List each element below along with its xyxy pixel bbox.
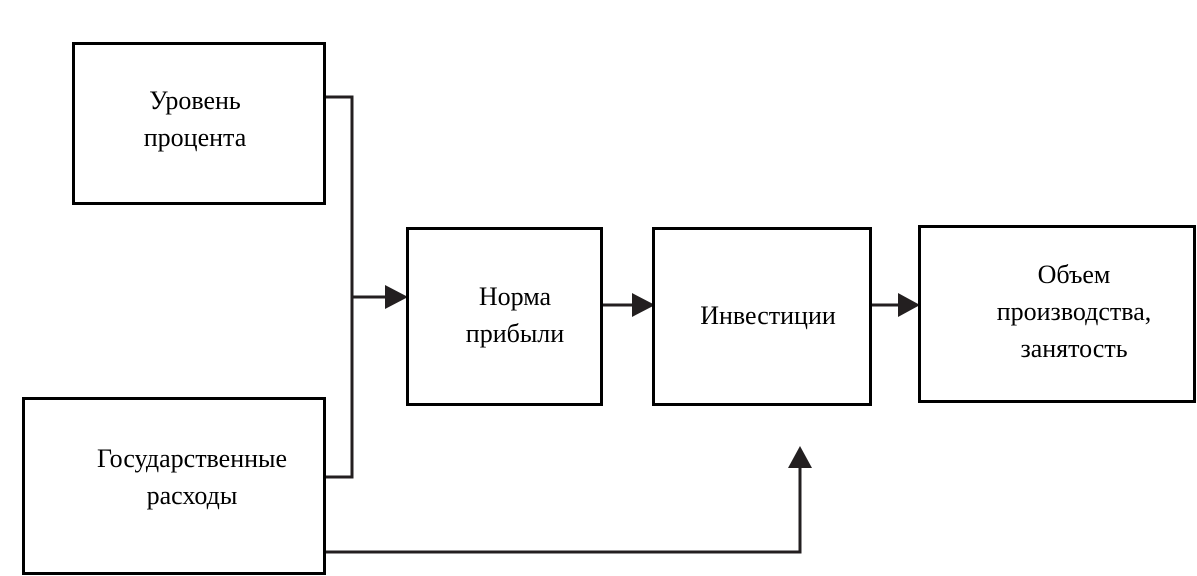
arrow-investment-to-output-head — [898, 293, 920, 317]
node-investment — [652, 227, 872, 406]
arrow-profit-rate-to-investment-head — [632, 293, 655, 317]
node-government-spending-label: Государственные расходы — [62, 440, 322, 514]
node-interest-rate-line-1: Уровень — [149, 86, 241, 115]
connector-government-spending-to-investment — [325, 468, 802, 554]
connector-interest-rate-to-merge — [325, 95, 354, 297]
connector-government-spending-to-merge — [325, 297, 354, 479]
node-output-employment-line-1: Объем — [1037, 260, 1111, 289]
node-profit-rate — [406, 227, 603, 406]
node-government-spending-line-2: расходы — [146, 481, 238, 510]
node-interest-rate-label: Уровень процента — [115, 82, 275, 156]
node-government-spending-line-1: Государственные — [96, 444, 288, 473]
node-interest-rate — [72, 42, 326, 205]
node-interest-rate-line-2: процента — [143, 123, 247, 152]
node-output-employment-label: Объем производства, занятость — [962, 256, 1186, 367]
node-profit-rate-label: Норма прибыли — [440, 278, 590, 352]
node-output-employment-line-2: производства, — [996, 297, 1152, 326]
node-profit-rate-line-2: прибыли — [465, 319, 565, 348]
node-government-spending — [22, 397, 326, 575]
arrow-to-profit-rate-head — [385, 285, 408, 309]
node-output-employment — [918, 225, 1196, 403]
node-profit-rate-line-1: Норма — [478, 282, 552, 311]
connector-government-spending-to-investment-head — [788, 446, 812, 468]
node-investment-label: Инвестиции — [676, 297, 860, 334]
node-investment-line-1: Инвестиции — [700, 301, 836, 330]
node-output-employment-line-3: занятость — [1020, 334, 1128, 363]
